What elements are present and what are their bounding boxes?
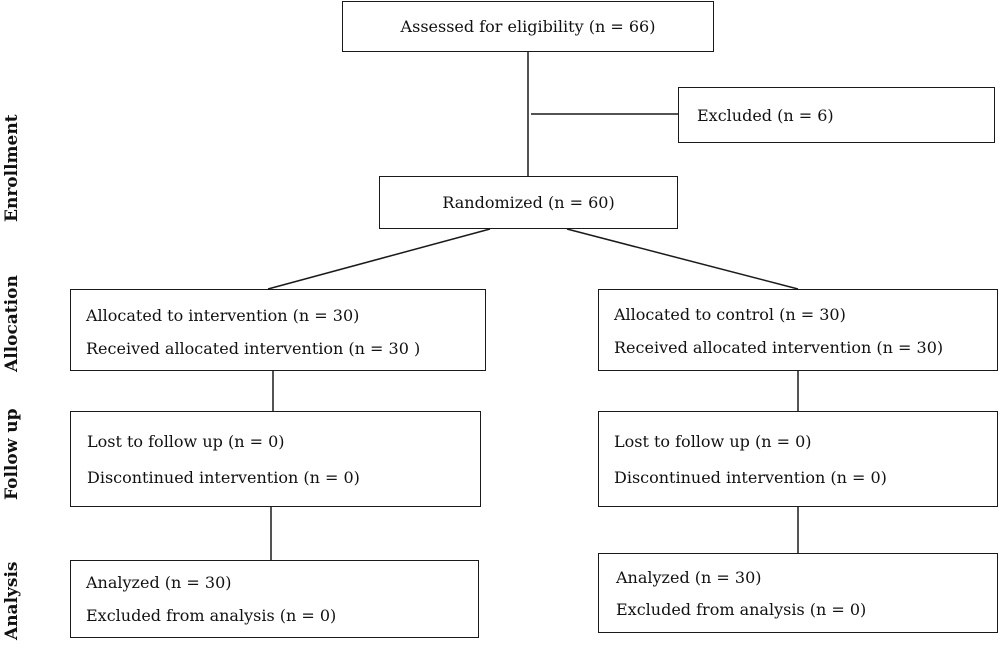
stage-label-follow-up: Follow up — [2, 408, 22, 500]
randomized-text: Randomized (n = 60) — [442, 193, 615, 212]
excluded-text: Excluded (n = 6) — [697, 106, 834, 125]
stage-label-enrollment: Enrollment — [2, 114, 22, 222]
control-excluded-analysis-text: Excluded from analysis (n = 0) — [616, 600, 867, 619]
control-lost-text: Lost to follow up (n = 0) — [614, 432, 812, 451]
intervention-analysis-box: Analyzed (n = 30) Excluded from analysis… — [70, 560, 479, 638]
intervention-received-text: Received allocated intervention (n = 30 … — [86, 339, 421, 358]
control-analysis-box: Analyzed (n = 30) Excluded from analysis… — [598, 553, 998, 633]
stage-label-analysis: Analysis — [2, 561, 22, 640]
control-followup-box: Lost to follow up (n = 0) Discontinued i… — [598, 411, 998, 507]
control-received-text: Received allocated intervention (n = 30) — [614, 338, 944, 357]
intervention-excluded-analysis-text: Excluded from analysis (n = 0) — [86, 606, 337, 625]
stage-label-allocation: Allocation — [2, 275, 22, 372]
randomized-box: Randomized (n = 60) — [379, 176, 678, 229]
assessed-box: Assessed for eligibility (n = 66) — [342, 1, 714, 52]
intervention-analyzed-text: Analyzed (n = 30) — [86, 573, 232, 592]
connector-randomized-to-intervention — [267, 228, 491, 290]
control-allocated-text: Allocated to control (n = 30) — [614, 305, 846, 324]
excluded-box: Excluded (n = 6) — [678, 87, 995, 143]
control-analyzed-text: Analyzed (n = 30) — [616, 568, 762, 587]
control-discontinued-text: Discontinued intervention (n = 0) — [614, 468, 887, 487]
intervention-discontinued-text: Discontinued intervention (n = 0) — [87, 468, 360, 487]
connector-randomized-to-control — [566, 228, 799, 290]
intervention-lost-text: Lost to follow up (n = 0) — [87, 432, 285, 451]
intervention-allocation-box: Allocated to intervention (n = 30) Recei… — [70, 289, 486, 371]
intervention-allocated-text: Allocated to intervention (n = 30) — [86, 306, 360, 325]
assessed-text: Assessed for eligibility (n = 66) — [400, 17, 656, 36]
intervention-followup-box: Lost to follow up (n = 0) Discontinued i… — [70, 411, 481, 507]
control-allocation-box: Allocated to control (n = 30) Received a… — [598, 289, 998, 371]
